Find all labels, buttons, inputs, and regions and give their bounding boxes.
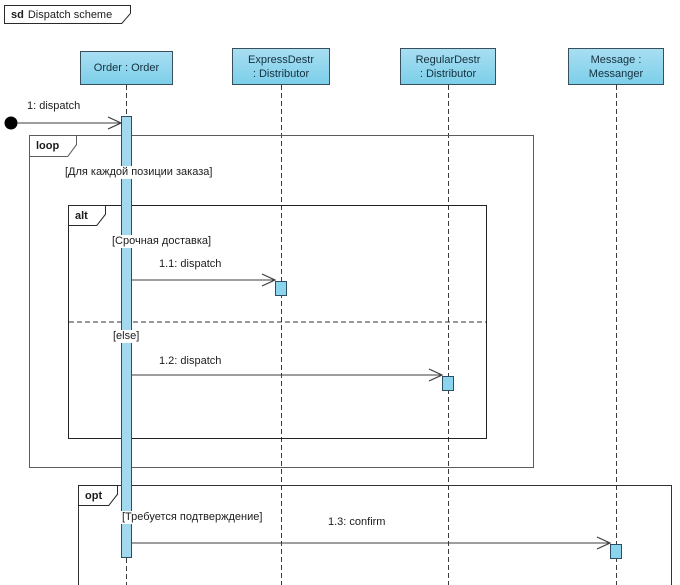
frame-title: Dispatch scheme (27, 8, 113, 21)
lifeline-header-expressdestr[interactable]: ExpressDestr : Distributor (232, 48, 330, 85)
message-1-1-label[interactable]: 1.1: dispatch (157, 258, 224, 271)
activation-message[interactable] (610, 544, 622, 559)
opt-guard[interactable]: [Требуется подтверждение] (120, 511, 265, 524)
message-1-label[interactable]: 1: dispatch (25, 100, 83, 113)
frame-keyword: sd (11, 8, 24, 21)
loop-operator-fill (30, 136, 76, 156)
lifeline-name-line2: : Distributor (252, 67, 310, 80)
loop-fragment[interactable] (29, 135, 534, 468)
sd-frame-label-fill (5, 6, 130, 23)
sd-frame-label[interactable]: sd Dispatch scheme (4, 5, 131, 24)
lifeline-name: RegularDestr (415, 53, 481, 66)
lifeline-name: Message : (590, 53, 642, 66)
lifeline-name: ExpressDestr (247, 53, 315, 66)
opt-operator-label[interactable]: opt (78, 485, 118, 506)
opt-operator-fill (79, 486, 117, 505)
activation-regular[interactable] (442, 376, 454, 391)
lifeline-header-message[interactable]: Message : Messanger (568, 48, 664, 85)
alt-guard-urgent[interactable]: [Срочная доставка] (110, 235, 214, 248)
lifeline-name-line2: : Distributor (419, 67, 477, 80)
alt-operator-label[interactable]: alt (68, 205, 106, 226)
alt-operator-text: alt (75, 209, 88, 222)
lifeline-name: Order : Order (93, 62, 160, 74)
alt-guard-else[interactable]: [else] (111, 330, 142, 343)
activation-express[interactable] (275, 281, 287, 296)
alt-operator-fill (69, 206, 105, 225)
sd-frame-label-text: sd Dispatch scheme (4, 5, 131, 24)
message-1-2-label[interactable]: 1.2: dispatch (157, 355, 224, 368)
opt-operator-text: opt (85, 489, 103, 502)
lifeline-header-order[interactable]: Order : Order (80, 51, 173, 85)
lifeline-name-line2: Messanger (588, 67, 644, 80)
loop-guard[interactable]: [Для каждой позиции заказа] (63, 166, 215, 179)
opt-fragment[interactable] (78, 485, 672, 585)
loop-operator-label[interactable]: loop (29, 135, 77, 157)
lifeline-header-regulardestr[interactable]: RegularDestr : Distributor (400, 48, 496, 85)
loop-operator-text: loop (36, 140, 60, 152)
message-1-3-label[interactable]: 1.3: confirm (326, 516, 388, 529)
alt-fragment[interactable] (68, 205, 487, 439)
